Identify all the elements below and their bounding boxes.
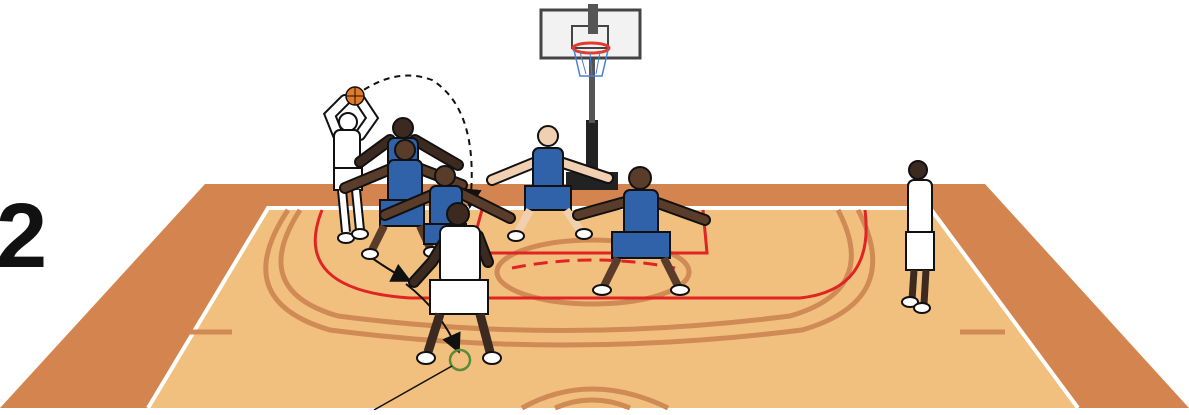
step-number: 2 [0,190,47,282]
basketball-icon [346,87,364,105]
court [0,184,1189,408]
